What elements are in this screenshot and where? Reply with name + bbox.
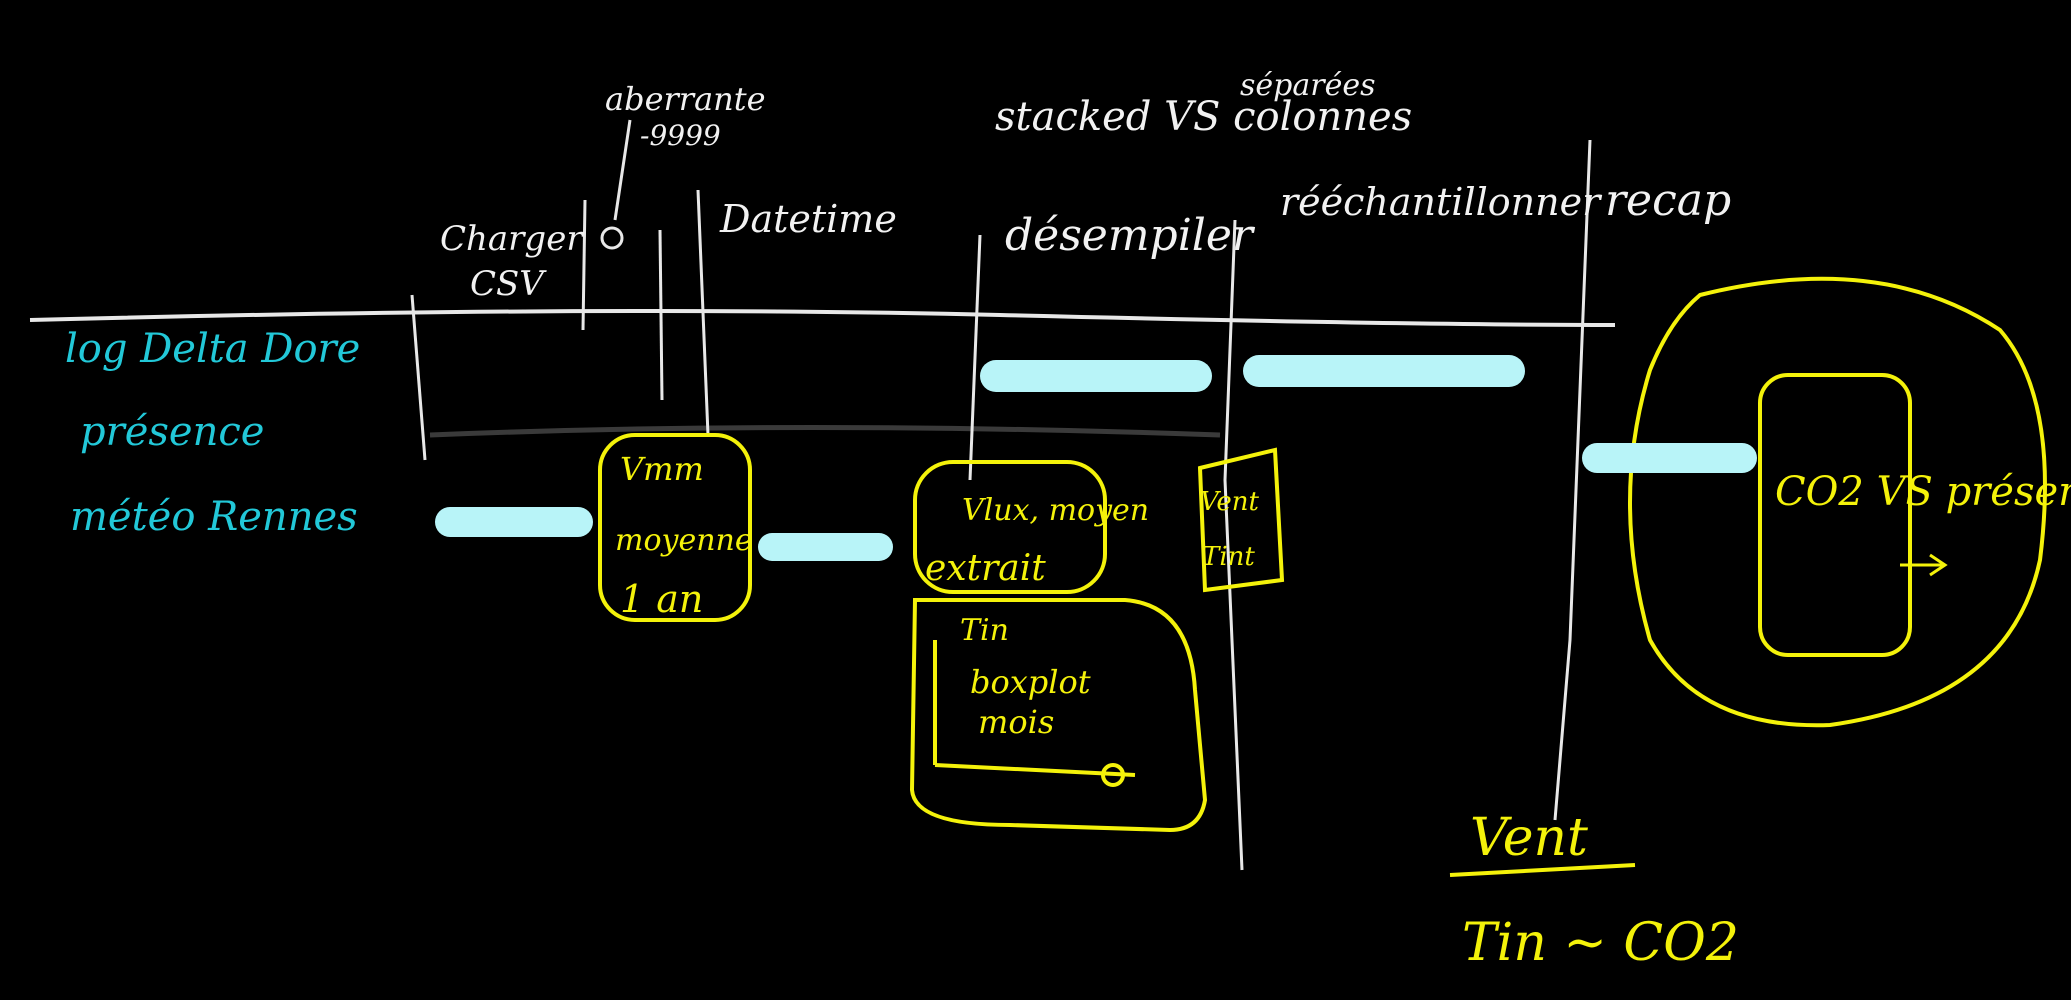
step-separators [410,139,1592,871]
separator-2 [581,199,587,331]
formula-fraction-bar [1449,863,1636,877]
separator-5 [968,234,982,481]
box-vmm-outline [598,433,752,622]
redaction-bar-3 [980,360,1212,392]
timeline-main-line [29,309,1616,327]
boxplot-axes [933,640,1136,787]
source-meteo-rennes: météo Rennes [70,494,358,540]
step-recap: recap [1605,175,1731,226]
box-vent-tint-outline [1197,447,1285,593]
aberrante-arrow [613,119,632,221]
separator-1 [410,294,427,461]
redaction-bar-5 [1582,443,1757,473]
step-charger: Charger [440,219,584,259]
source-log-delta-dore: log Delta Dore [65,326,360,372]
redaction-bar-2 [758,533,893,561]
step-stacked-vs-colonnes: stacked VS colonnes [995,94,1412,140]
box-vent-tint-line2: Tint [1202,542,1255,572]
boxplot-end-marker [1101,763,1125,787]
step-reechantillonner: rééchantillonner [1280,180,1603,224]
box-boxplot-line3: mois [978,703,1054,741]
box-extrait-outline [913,460,1107,594]
redaction-bar-4 [1243,355,1525,387]
separator-7 [1553,139,1592,821]
recap-box-arrow [1900,553,1948,577]
box-vmm-line3: 1 an [620,577,703,621]
box-boxplot-outline [909,598,1208,833]
step-desempiler: désempiler [1005,210,1256,261]
step-separees: séparées [1240,68,1375,103]
recap-circle [1628,276,2047,728]
step-datetime: Datetime [719,197,897,241]
redaction-bar-1 [435,507,593,537]
separator-3 [658,229,664,401]
timeline-shadow-line [429,425,1221,438]
separator-6 [1223,219,1244,871]
box-boxplot-line1: Tin [960,613,1009,648]
box-vmm-line2: moyenne [615,523,753,558]
box-boxplot-line2: boxplot [970,663,1091,701]
box-vent-tint-line1: Vent [1200,487,1260,517]
source-presence: présence [80,409,264,455]
box-extrait-line2: extrait [925,548,1046,589]
aberrante-marker [600,226,624,250]
step-aberrante: aberrante [605,80,766,118]
box-vmm-line1: Vmm [620,450,704,488]
formula-denominator: Tin ~ CO2 [1462,913,1739,973]
recap-box-outline [1758,373,1912,657]
redaction-bars [435,355,1757,561]
step-aberrante-value: -9999 [640,119,721,152]
separator-4 [696,189,710,436]
formula-numerator: Vent [1470,808,1588,868]
box-extrait-line1: Vlux, moyen [962,493,1149,528]
recap-box-text: CO2 VS présence [1775,469,2071,515]
step-csv: CSV [470,264,547,304]
